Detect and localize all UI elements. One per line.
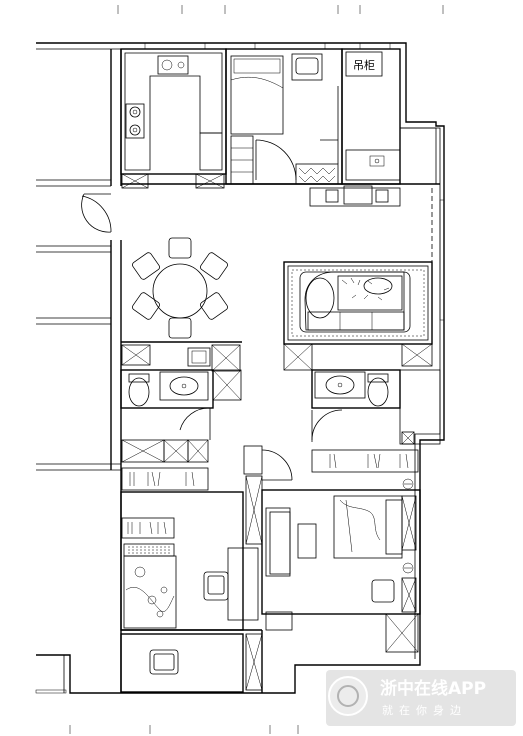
small-bedroom <box>225 48 343 185</box>
entry-door <box>81 193 112 233</box>
watermark-title: 浙中在线APP <box>380 678 486 699</box>
bathroom-right <box>311 369 441 445</box>
study-room <box>120 630 263 693</box>
living-room <box>121 183 440 371</box>
master-bedroom <box>261 478 421 653</box>
bathroom-left <box>120 369 242 440</box>
watermark-logo-icon <box>328 676 368 716</box>
dimension-ticks <box>69 5 444 734</box>
kitchen <box>120 48 227 189</box>
storage-room: 吊柜 <box>341 48 437 185</box>
watermark-subtitle: 就在你身边 <box>382 703 467 717</box>
wardrobes <box>121 439 419 545</box>
cabinet-label: 吊柜 <box>353 59 375 72</box>
dining-area <box>121 237 242 372</box>
secondary-bedroom <box>120 491 262 631</box>
watermark: 浙中在线APP 就在你身边 <box>326 670 516 726</box>
